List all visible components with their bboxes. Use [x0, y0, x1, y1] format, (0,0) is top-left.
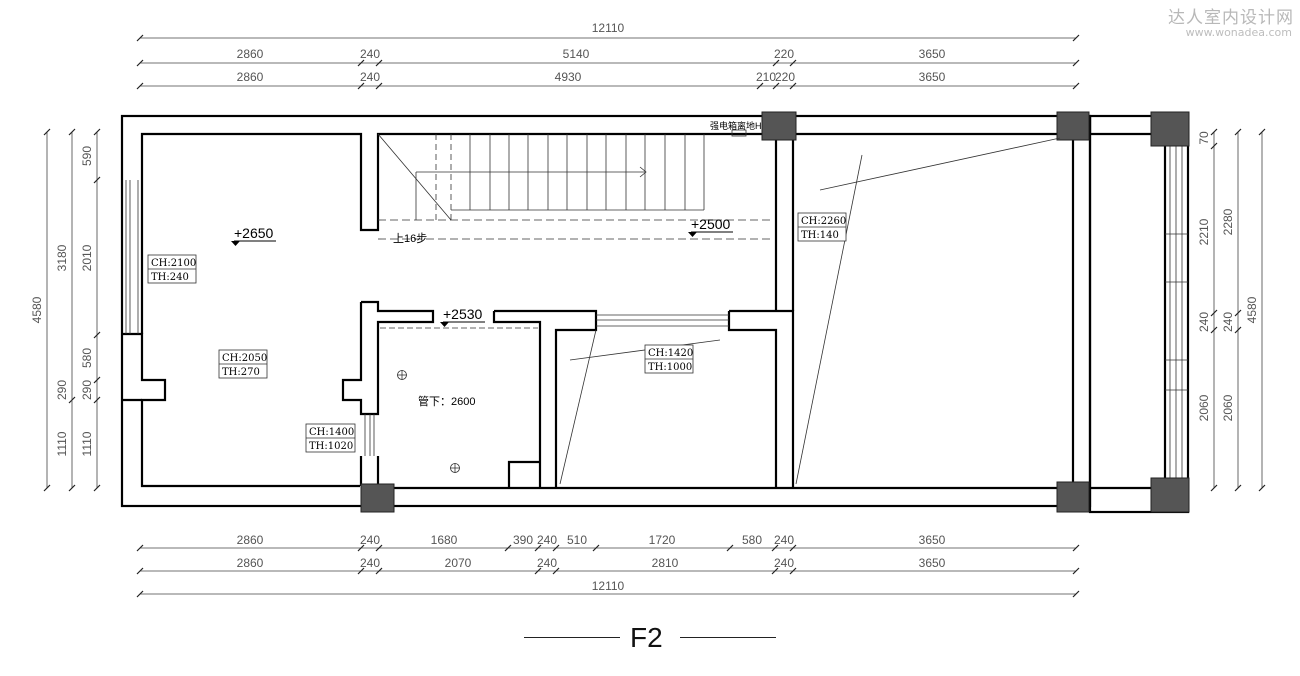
svg-text:+2650: +2650 [234, 225, 274, 241]
dim-left-290a: 290 [55, 380, 69, 400]
level-marker-living: +2650 [231, 225, 276, 246]
dim-bot-r2-g: 3650 [919, 556, 946, 570]
dim-top-r2-f: 3650 [919, 70, 946, 84]
svg-text:CH:2260: CH:2260 [801, 216, 846, 227]
svg-text:TH:1000: TH:1000 [648, 362, 692, 373]
dim-bot-r2-a: 2860 [237, 556, 264, 570]
dim-left-total: 4580 [30, 296, 44, 323]
dim-top-r2-d: 210 [756, 70, 776, 84]
svg-text:CH:1400: CH:1400 [309, 427, 354, 438]
dim-top-r2-c: 4930 [555, 70, 582, 84]
dim-right-240a: 240 [1197, 312, 1211, 332]
height-tag: CH:2260 TH:140 [797, 212, 847, 242]
svg-text:CH:2050: CH:2050 [222, 353, 267, 364]
dim-top-r1-b: 240 [360, 47, 380, 61]
bottom-dimensions: 2860 240 1680 390 240 510 1720 580 240 3… [136, 533, 1080, 598]
dim-bot-r1-b: 240 [360, 533, 380, 547]
dim-right-2060a: 2060 [1197, 394, 1211, 421]
dim-top-r1-d: 220 [774, 47, 794, 61]
floor-title: F2 [630, 622, 663, 653]
title-rule-left [524, 637, 620, 638]
dim-bot-r2-c: 2070 [445, 556, 472, 570]
height-tag: CH:1400 TH:1020 [305, 423, 356, 453]
dim-right-70: 70 [1197, 131, 1211, 145]
dim-bot-r2-e: 2810 [652, 556, 679, 570]
panel-note: 强电箱离地H [710, 120, 762, 131]
svg-text:+2500: +2500 [691, 216, 731, 232]
dim-left-590: 590 [80, 146, 94, 166]
dim-right-2060b: 2060 [1221, 394, 1235, 421]
level-markers: +2650 +2500 +2530 [231, 216, 733, 327]
title-rule-right [680, 637, 776, 638]
dim-right-240b: 240 [1221, 312, 1235, 332]
dim-bot-total: 12110 [592, 579, 625, 593]
dim-top-r1-c: 5140 [563, 47, 590, 61]
dim-top-total: 12110 [592, 21, 625, 35]
height-tag: CH:1420 TH:1000 [644, 344, 694, 374]
dim-top-r2-b: 240 [360, 70, 380, 84]
svg-text:+2530: +2530 [443, 306, 483, 322]
svg-text:TH:140: TH:140 [801, 230, 839, 241]
dim-bot-r1-d: 390 [513, 533, 533, 547]
svg-text:TH:240: TH:240 [151, 272, 189, 283]
dim-bot-r2-b: 240 [360, 556, 380, 570]
left-dimensions: 4580 3180 590 2010 580 290 290 1110 1110 [30, 128, 101, 492]
pipe-note: 管下：2600 [418, 394, 475, 408]
windows [125, 146, 1188, 488]
stair-note: 上16步 [393, 232, 427, 245]
dim-top-r1-a: 2860 [237, 47, 264, 61]
dim-top-r1-e: 3650 [919, 47, 946, 61]
dim-bot-r1-h: 580 [742, 533, 762, 547]
electric-panel: 强电箱离地H [710, 120, 762, 137]
dim-bot-r1-c: 1680 [431, 533, 458, 547]
walls [120, 114, 1190, 514]
height-tag: CH:2100 TH:240 [147, 254, 197, 284]
height-tag: CH:2050 TH:270 [218, 349, 268, 379]
dim-left-sub: 3180 [55, 244, 69, 271]
dim-right-total: 4580 [1245, 296, 1259, 323]
sloped-ceiling-lines [559, 137, 1061, 485]
watermark-url: www.wonadea.com [1185, 26, 1292, 39]
pipe-symbols: 管下：2600 [397, 370, 475, 473]
dim-top-r2-a: 2860 [237, 70, 264, 84]
dim-bot-r1-g: 1720 [649, 533, 676, 547]
watermark-site-name: 达人室内设计网 [1168, 8, 1294, 28]
dim-bot-r1-e: 240 [537, 533, 557, 547]
dim-top-r2-e: 220 [775, 70, 795, 84]
dim-left-2010: 2010 [80, 244, 94, 271]
svg-text:TH:270: TH:270 [222, 367, 260, 378]
svg-text:CH:1420: CH:1420 [648, 348, 693, 359]
staircase: 上16步 [377, 133, 771, 245]
svg-text:TH:1020: TH:1020 [309, 441, 353, 452]
dim-bot-r1-f: 510 [567, 533, 587, 547]
right-dimensions: 70 2210 240 2060 2280 240 2060 4580 [1197, 128, 1266, 492]
dim-left-290b: 290 [80, 380, 94, 400]
dim-bot-r1-a: 2860 [237, 533, 264, 547]
dim-bot-r2-f: 240 [774, 556, 794, 570]
dim-bot-r2-d: 240 [537, 556, 557, 570]
dim-right-2210: 2210 [1197, 218, 1211, 245]
level-marker-corridor: +2530 [440, 306, 485, 327]
dim-right-2280: 2280 [1221, 208, 1235, 235]
dim-bot-r1-i: 240 [774, 533, 794, 547]
dim-left-1110a: 1110 [55, 431, 69, 456]
dim-left-580: 580 [80, 348, 94, 368]
top-dimensions: 12110 2860 240 5140 220 3650 2860 240 49… [136, 21, 1080, 90]
svg-text:CH:2100: CH:2100 [151, 258, 196, 269]
level-marker-stair: +2500 [688, 216, 733, 237]
columns [360, 111, 1190, 513]
dim-bot-r1-j: 3650 [919, 533, 946, 547]
dim-left-1110b: 1110 [80, 431, 94, 456]
